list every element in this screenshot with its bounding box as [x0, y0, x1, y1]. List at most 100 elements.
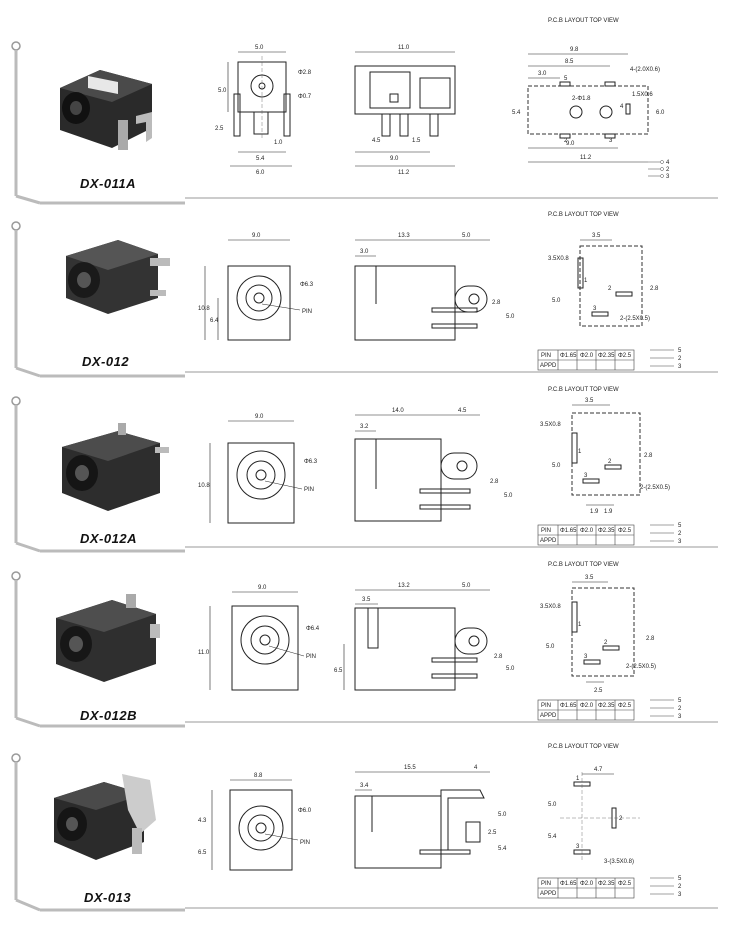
pcb-header: P.C.B LAYOUT TOP VIEW: [548, 562, 619, 568]
pcb-pin: 2: [608, 459, 612, 465]
pcb-header: P.C.B LAYOUT TOP VIEW: [548, 212, 619, 218]
pcb-pin: 2: [604, 640, 608, 646]
pcb-pin: 1: [578, 449, 582, 455]
legend-table: PIN APPD Φ1.65 Φ2.0 Φ2.35 Φ2.5 5 2 3: [537, 348, 682, 371]
dim-b: 1.5: [412, 138, 421, 144]
dim-diameter: Φ6.4: [306, 626, 320, 632]
pcb-pin: 3: [576, 844, 580, 850]
pcb-height-2: 2.8: [644, 453, 653, 459]
product-row-dx-012b: DX-012B 9.0 11.0 Φ6.4 PIN 13.2 5.0 3.5 2…: [0, 562, 730, 743]
dim-d: 11.2: [398, 170, 410, 176]
side-view-drawing: 15.5 4 3.4 5.0 5.4 2.5: [354, 765, 507, 869]
pcb-slot-2: 2-(2.5X0.5): [626, 664, 656, 670]
product-row-dx-011a: DX-011A 5.0 5.0 2.5 Φ2.8 Φ0.7 5.4 1.0 6.…: [0, 18, 730, 213]
model-label: DX-012B: [80, 708, 137, 723]
legend-pin: 3: [666, 174, 670, 180]
pcb-layout-drawing: 3.5 3.5X0.8 5.0 2.8 2-(2.5X0.5) 1 2 3: [548, 233, 659, 327]
dim-height: 10.8: [198, 306, 210, 312]
dim-d: 2.8: [490, 479, 499, 485]
dim-e: 5.0: [506, 666, 515, 672]
pcb-slot: 3.5X0.8: [548, 256, 569, 262]
pcb-height-2: 2.8: [650, 286, 659, 292]
pcb-slot: 1.5X0.6: [632, 92, 653, 98]
pcb-b1: 9.0: [566, 141, 575, 147]
dim-height: 11.0: [198, 650, 210, 656]
pcb-b2: 11.2: [580, 155, 592, 161]
pcb-height-2: 5.4: [548, 834, 557, 840]
pcb-slot-2: 2-(2.5X0.5): [620, 316, 650, 322]
pcb-header: P.C.B LAYOUT TOP VIEW: [548, 744, 619, 750]
legend-header: PIN: [541, 881, 551, 887]
front-view-drawing: 9.0 10.8 Φ6.3 PIN: [198, 414, 318, 524]
row-frame: [11, 41, 718, 205]
dim-height: 5.0: [218, 88, 227, 94]
pcb-layout-drawing: 9.8 8.5 3.0 4-(2.0X0.6) 2-Φ1.8 1.5X0.6 5…: [512, 47, 665, 163]
pcb-pin: 3: [609, 138, 613, 144]
pcb-height-2: 6.0: [656, 110, 665, 116]
dim-width: 9.0: [255, 414, 264, 420]
pcb-top: 3.5: [592, 233, 601, 239]
model-label: DX-012: [82, 354, 130, 369]
product-row-dx-012: DX-012 9.0 10.8 6.4 Φ6.3 PIN 13.3 5.0 3.…: [0, 212, 730, 393]
dim-total: 6.0: [256, 170, 265, 176]
pin-label: PIN: [306, 654, 316, 660]
dim-b: 15.5: [404, 765, 416, 771]
dim-a: 4.5: [372, 138, 381, 144]
legend-value: Φ2.0: [580, 703, 594, 709]
pcb-pin: 5: [564, 76, 568, 82]
pcb-b1: 1.9: [590, 509, 599, 515]
pcb-pin: 2: [608, 286, 612, 292]
dim-b: 13.2: [398, 583, 410, 589]
legend-header: PIN: [541, 528, 551, 534]
dim-b: 14.0: [392, 408, 404, 414]
pcb-pin: 4: [620, 104, 624, 110]
pcb-layout-drawing: 3.5 3.5X0.8 5.0 2.8 2-(2.5X0.5) 1.9 1.9 …: [540, 398, 670, 515]
legend-value: Φ2.0: [580, 528, 594, 534]
legend-table: PIN APPD Φ1.65 Φ2.0 Φ2.35 Φ2.5 5 2 3: [537, 698, 682, 721]
pcb-pin: 3: [584, 473, 588, 479]
dim-c: 9.0: [390, 156, 399, 162]
pcb-layout-drawing: 4.7 5.0 5.4 3-(3.5X0.8) 1 2 3: [548, 767, 640, 865]
product-photo-dx-012b: [56, 594, 160, 682]
legend-pin: 4: [666, 160, 670, 166]
pcb-w3: 3.0: [538, 71, 547, 77]
pcb-b1: 2.5: [594, 688, 603, 694]
legend-pin: 5: [678, 523, 682, 529]
pcb-height: 5.0: [552, 298, 561, 304]
dim-a: 3.4: [360, 783, 369, 789]
dim-height: 10.8: [198, 483, 210, 489]
dim-height-1: 4.3: [198, 818, 207, 824]
dim-width: 9.0: [258, 585, 267, 591]
pin-label: PIN: [302, 309, 312, 315]
pcb-slot-2: 2-(2.5X0.5): [640, 485, 670, 491]
dim-b: 13.3: [398, 233, 410, 239]
legend-table: PIN APPD Φ1.65 Φ2.0 Φ2.35 Φ2.5 5 2 3: [537, 523, 682, 546]
legend-value: Φ2.0: [580, 881, 594, 887]
model-label: DX-013: [84, 890, 132, 905]
legend-pin: 5: [678, 698, 682, 704]
dim-body-height: 1.0: [274, 140, 283, 146]
side-view-drawing: 13.2 5.0 3.5 2.8 5.0 6.5: [334, 583, 515, 691]
dim-diameter-1: Φ2.8: [298, 70, 312, 76]
pcb-slot: 3.5X0.8: [540, 422, 561, 428]
legend-value: Φ2.35: [598, 703, 615, 709]
pcb-pin: 2: [564, 138, 568, 144]
legend-pin: 2: [678, 531, 682, 537]
pcb-height: 5.0: [552, 463, 561, 469]
legend-pin: 2: [678, 884, 682, 890]
pcb-top: 3.5: [585, 398, 594, 404]
product-photo-dx-013: [54, 774, 156, 860]
legend-value: Φ2.35: [598, 528, 615, 534]
pcb-hole2: 2-Φ1.8: [572, 96, 591, 102]
front-view-drawing: 5.0 5.0 2.5 Φ2.8 Φ0.7 5.4 1.0 6.0: [215, 45, 312, 176]
dim-e: 5.0: [504, 493, 513, 499]
side-view-drawing: 13.3 5.0 3.0 2.8 5.0: [354, 233, 515, 341]
front-view-drawing: 9.0 10.8 6.4 Φ6.3 PIN: [198, 233, 314, 341]
dim-a: 3.0: [360, 249, 369, 255]
legend-value: Φ1.65: [560, 881, 577, 887]
legend-schematic: 4 2 3: [648, 160, 670, 180]
legend-pin: 3: [678, 892, 682, 898]
product-photo-dx-012a: [62, 423, 169, 511]
product-row-dx-012a: DX-012A 9.0 10.8 Φ6.3 PIN 14.0 4.5 3.2 2…: [0, 387, 730, 568]
legend-value: Φ2.5: [618, 353, 632, 359]
